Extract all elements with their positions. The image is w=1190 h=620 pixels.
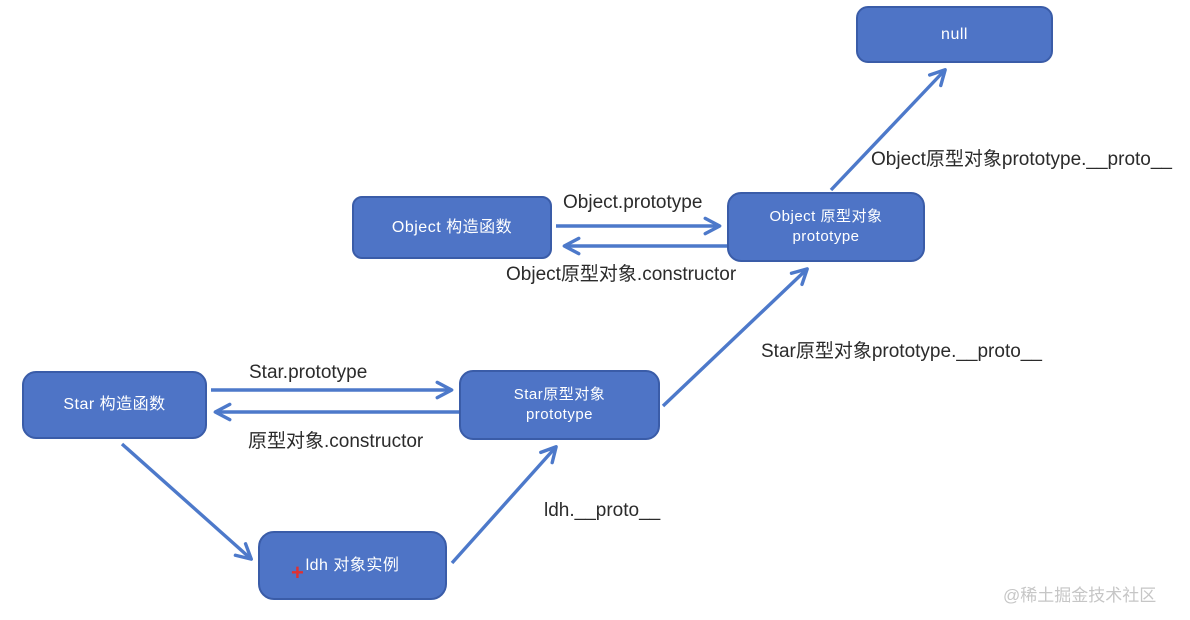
node-object-prototype: Object 原型对象 prototype: [727, 192, 925, 262]
node-object-constructor-label: Object 构造函数: [391, 218, 513, 236]
edge-label-star-prototype: Star.prototype: [249, 362, 368, 383]
node-null-label: null: [941, 25, 968, 43]
edge-label-star-proto: Star原型对象prototype.__proto__: [761, 341, 1042, 362]
node-object-constructor: Object 构造函数: [352, 196, 552, 259]
edge-label-object-proto: Object原型对象prototype.__proto__: [871, 149, 1172, 170]
node-null: null: [856, 6, 1053, 63]
arrow-object-proto-to-null: [829, 68, 947, 192]
node-star-constructor: Star 构造函数: [22, 371, 207, 439]
node-star-prototype-line2: prototype: [525, 406, 594, 423]
node-ldh-instance: ldh 对象实例: [258, 531, 447, 600]
red-plus-cursor-icon: +: [291, 560, 304, 585]
watermark: @稀土掘金技术社区: [1003, 586, 1157, 605]
edge-label-object-constructor: Object原型对象.constructor: [506, 264, 737, 285]
edge-label-object-prototype: Object.prototype: [563, 192, 703, 213]
node-object-prototype-line1: Object 原型对象: [769, 207, 883, 225]
edge-label-ldh-proto: ldh.__proto__: [544, 500, 661, 521]
arrow-star-proto-to-object-prototype: [661, 267, 809, 408]
arrow-ldh-proto: [450, 445, 558, 565]
node-star-prototype: Star原型对象 prototype: [459, 370, 660, 440]
node-ldh-instance-label: ldh 对象实例: [305, 556, 400, 574]
node-object-prototype-line2: prototype: [792, 228, 860, 245]
node-star-constructor-label: Star 构造函数: [63, 396, 166, 414]
arrow-star-constructor-to-ldh: [120, 442, 253, 561]
node-star-prototype-line1: Star原型对象: [513, 385, 606, 403]
edge-label-star-constructor: 原型对象.constructor: [248, 431, 424, 452]
